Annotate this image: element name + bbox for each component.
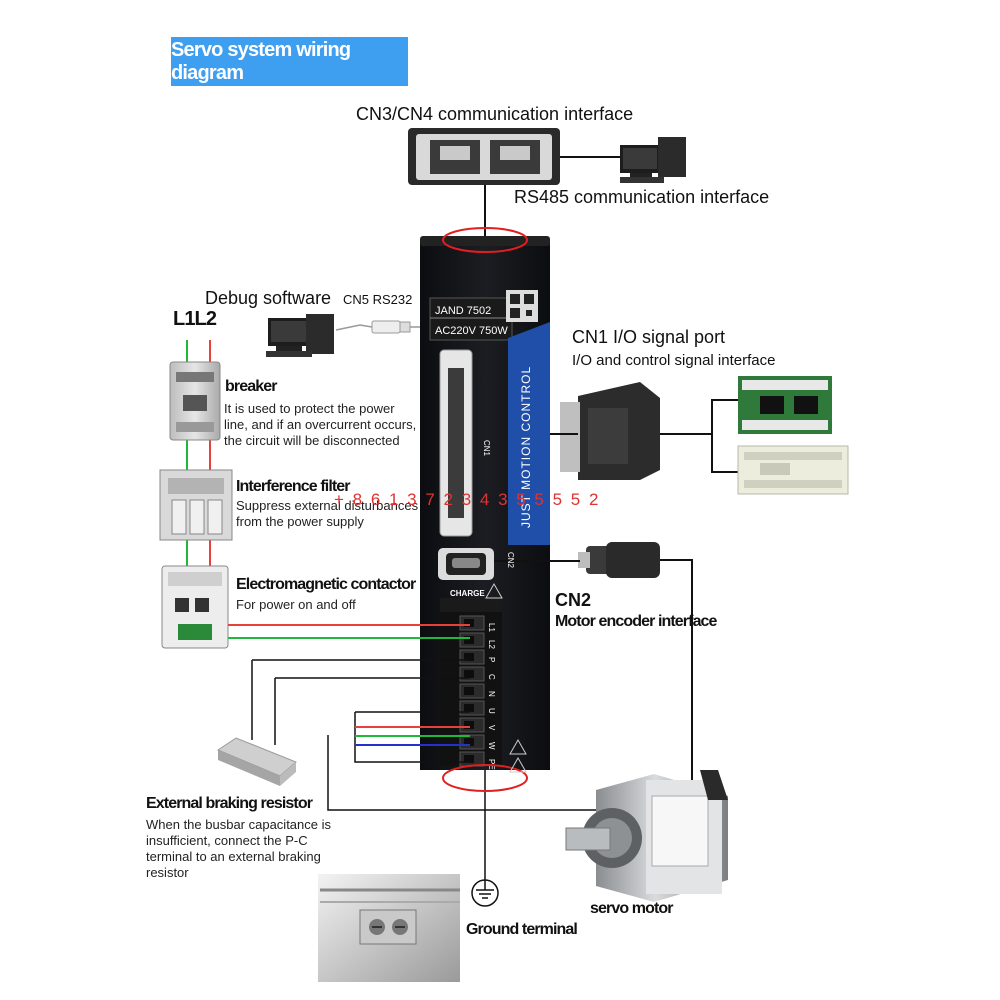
braking-desc-4: resistor [146,865,189,880]
terminal-screw [464,738,474,746]
terminal-screw [464,704,474,712]
warning-icon [485,582,503,599]
highlight-ellipse-bottom [442,764,528,792]
cn5-rs232-label: CN5 RS232 [343,292,413,307]
servo-motor-label: servo motor [590,900,673,917]
terminal-screw [464,653,474,661]
cn1-tag: CN1 [482,440,491,457]
cn2-tag: CN2 [506,552,515,569]
ground-symbol-icon [471,879,499,907]
servo-motor-icon [565,770,728,902]
braking-desc-1: When the busbar capacitance is [146,817,331,832]
drive-model: JAND 7502 [435,305,491,317]
debug-computer-icon [266,314,334,357]
cn1-title: CN1 I/O signal port [572,327,726,347]
rs232-cable-icon [371,320,432,334]
terminal-label: W [487,742,496,750]
highlight-ellipse-top [442,227,528,253]
debug-software-label: Debug software [205,288,332,308]
terminal-screw [464,619,474,627]
drive-rating: AC220V 750W [435,325,508,337]
terminal-screw [464,670,474,678]
breaker-desc-3: the circuit will be disconnected [224,433,400,448]
terminal-label: L2 [487,640,496,649]
ground-terminal-label: Ground terminal [466,921,578,938]
io-board-icon [738,376,832,434]
terminal-label: C [487,674,496,680]
cn3-cn4-label: CN3/CN4 communication interface [356,104,634,124]
cn2-subtitle: Motor encoder interface [555,613,717,630]
rs485-label: RS485 communication interface [514,187,770,207]
ground-terminal-photo [318,874,460,982]
terminal-label: N [487,691,496,697]
contactor-desc-1: For power on and off [236,597,356,612]
filter-title: Interference filter [236,478,351,495]
breaker-title: breaker [225,378,277,395]
terminal-screw [464,721,474,729]
contactor-title: Electromagnetic contactor [236,576,416,593]
cn1-subtitle: I/O and control signal interface [572,352,776,369]
braking-desc-2: insufficient, connect the P-C [146,833,308,848]
plc-icon [737,445,849,495]
terminal-screw [464,636,474,644]
terminal-label: V [487,725,496,731]
terminal-label: P [487,657,496,662]
encoder-plug-icon [578,542,660,578]
braking-desc-3: terminal to an external braking [146,849,321,864]
cn2-title: CN2 [555,590,592,610]
contactor-icon [161,565,229,649]
terminal-screw [464,755,474,763]
power-input-label: L1L2 [173,308,217,330]
braking-resistor-icon [216,737,297,786]
filter-desc-2: from the power supply [236,514,364,529]
drive-side-text: JUST MOTION CONTROL [519,366,533,528]
braking-title: External braking resistor [146,795,313,812]
warning-icon [509,738,527,755]
overlay-digits: + 8 6 1 3 7 2 3 4 3 5 5 5 5 2 [334,490,601,509]
charge-label: CHARGE [450,589,485,598]
breaker-desc-1: It is used to protect the power [224,401,395,416]
filter-desc-1: Suppress external disturbances [236,498,419,513]
cn1-plug-icon [560,382,660,480]
terminal-label: L1 [487,623,496,632]
filter-icon [159,469,233,541]
breaker-desc-2: line, and if an overcurrent occurs, [224,417,417,432]
rj45-module [408,128,560,185]
breaker-icon [169,361,221,441]
terminal-label: U [487,708,496,714]
title-banner: Servo system wiring diagram [171,37,408,86]
computer-icon [620,137,686,183]
warning-icon [509,756,527,773]
terminal-screw [464,687,474,695]
